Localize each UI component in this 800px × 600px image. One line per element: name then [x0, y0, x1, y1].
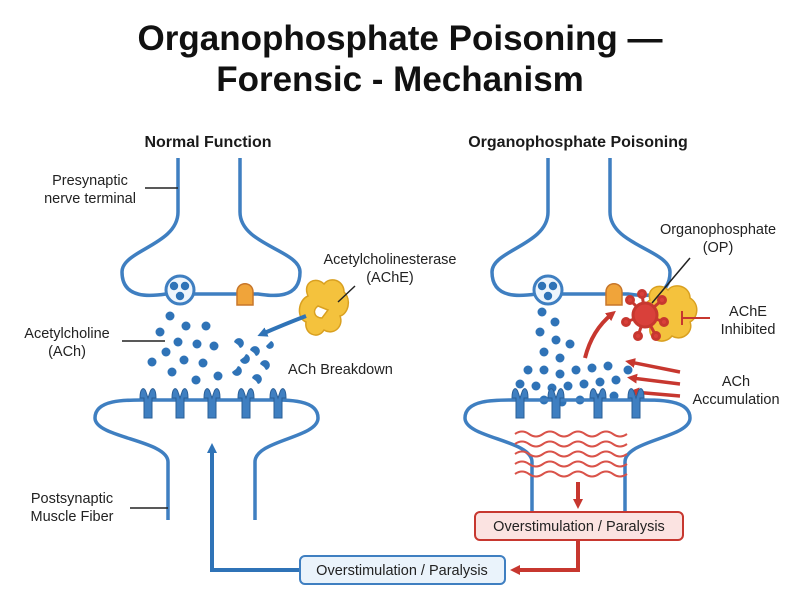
op-label-1: Organophosphate: [660, 222, 776, 238]
overstimulation-waves: [514, 430, 628, 478]
title-line-2: Forensic - Mechanism: [216, 60, 584, 99]
right-result-box: Overstimulation / Paralysis: [474, 511, 684, 541]
left-receptors: [139, 388, 287, 419]
ach-accumulation-label-1: ACh: [722, 374, 750, 390]
left-presynaptic-terminal: [120, 158, 302, 298]
left-result-text: Overstimulation / Paralysis: [316, 563, 488, 579]
left-result-box: Overstimulation / Paralysis: [299, 555, 506, 585]
right-ache-enzyme: [642, 285, 698, 342]
receptor: [547, 388, 565, 419]
ach-breakdown-label: ACh Breakdown: [288, 362, 393, 378]
acetylcholine-label-1: Acetylcholine: [24, 326, 109, 342]
receptor: [203, 388, 221, 419]
receptor: [589, 388, 607, 419]
left-synapse: [93, 158, 356, 572]
receptor: [627, 388, 645, 419]
ach-accumulation-label-2: Accumulation: [692, 392, 779, 408]
left-ache-enzyme: [298, 279, 350, 336]
postsynaptic-label-2: Muscle Fiber: [31, 509, 114, 525]
ache-inhibited-label-2: Inhibited: [721, 322, 776, 338]
ache-leader-line: [337, 285, 356, 303]
ache-to-ach-arrow: [257, 314, 307, 337]
ache-label-2: (AChE): [366, 270, 414, 286]
ache-inhibited-label-1: AChE: [729, 304, 767, 320]
right-result-text: Overstimulation / Paralysis: [493, 519, 665, 535]
op-leader-line: [651, 257, 691, 304]
left-ach-fragments: [232, 338, 274, 384]
right-receptors: [511, 388, 645, 419]
title-line-1: Organophosphate Poisoning —: [137, 19, 663, 58]
left-feedback-arrow: [207, 443, 300, 572]
right-presynaptic-receptor: [605, 283, 623, 306]
left-ach-molecules: [147, 311, 223, 385]
acetylcholine-label-2: (ACh): [48, 344, 86, 360]
page-title: Organophosphate Poisoning — Forensic - M…: [0, 18, 800, 100]
accumulation-arrows: [625, 358, 681, 398]
right-presynaptic-terminal: [490, 158, 672, 298]
normal-function-heading: Normal Function: [144, 134, 271, 151]
op-poisoning-heading: Organophosphate Poisoning: [468, 134, 688, 151]
right-synapse: [463, 158, 710, 575]
presynaptic-label-1: Presynaptic: [52, 173, 128, 189]
postsynaptic-label-1: Postsynaptic: [31, 491, 113, 507]
receptor: [171, 388, 189, 419]
red-connector-arrow: [510, 540, 580, 575]
left-postsynaptic-membrane: [93, 398, 320, 520]
right-ach-molecules: [515, 307, 633, 407]
right-postsynaptic-membrane: [463, 398, 692, 512]
organophosphate-molecule: [621, 289, 669, 341]
presynaptic-label-2: nerve terminal: [44, 191, 136, 207]
red-arrow-up: [583, 310, 616, 359]
ache-label-1: Acetylcholinesterase: [324, 252, 457, 268]
left-presynaptic-receptor: [236, 283, 254, 306]
receptor: [237, 388, 255, 419]
receptor: [511, 388, 529, 419]
receptor: [139, 388, 157, 419]
op-label-2: (OP): [703, 240, 734, 256]
receptor: [269, 388, 287, 419]
